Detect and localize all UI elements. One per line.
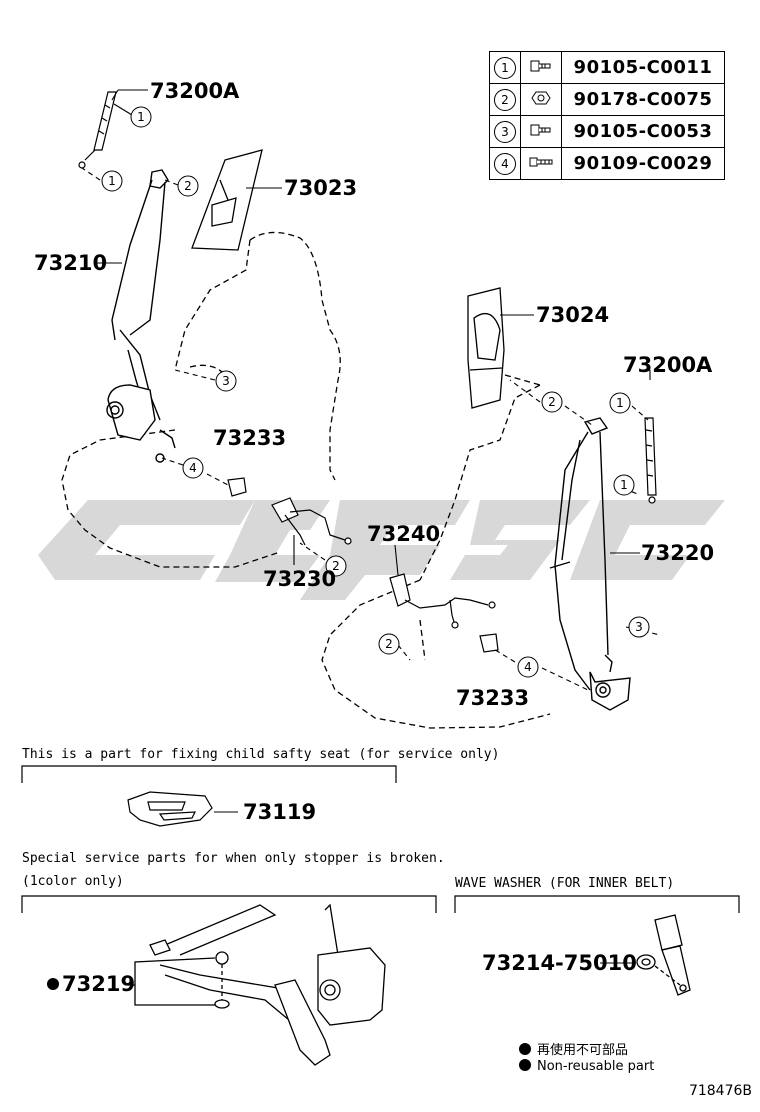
label-73119: 73119	[243, 800, 316, 824]
label-73200a-right: 73200A	[623, 353, 713, 377]
label-73219: 73219	[62, 972, 135, 996]
fastener-row: 1 90105-C0011	[489, 51, 725, 84]
fastener-ref-number: 3	[494, 120, 516, 143]
left-buckle-73230	[271, 497, 352, 546]
callout-2: 2	[184, 179, 192, 193]
fastener-ref-number: 4	[494, 152, 516, 175]
wave-washer-section: WAVE WASHER (FOR INNER BELT)	[454, 876, 740, 996]
bolt-icon	[528, 57, 554, 75]
non-reusable-marker	[47, 978, 59, 990]
callout-1: 1	[137, 110, 145, 124]
stopper-note: Special service parts for when only stop…	[22, 851, 445, 866]
fastener-row: 4 90109-C0029	[489, 147, 725, 180]
long-bolt-icon	[528, 153, 554, 171]
fastener-part-number: 90105-C0053	[561, 115, 725, 148]
fastener-row: 3 90105-C0053	[489, 115, 725, 148]
fastener-table-body: 1 90105-C0011 2 90178-C0075 3 90105-C0053 4 901…	[489, 51, 725, 180]
callout-numbers: 1 1 2 3 4 2 2 1 1 3 4 2	[108, 110, 643, 674]
fastener-ref-number: 1	[494, 56, 516, 79]
left-seat-outline	[61, 231, 341, 568]
legend-dot-icon	[519, 1043, 531, 1055]
right-seat-outline	[321, 374, 551, 729]
fastener-part-number: 90178-C0075	[561, 83, 725, 116]
fastener-part-number: 90109-C0029	[561, 147, 725, 180]
right-height-adjuster-73200a	[644, 417, 657, 504]
fastener-row: 2 90178-C0075	[489, 83, 725, 116]
label-73024: 73024	[536, 303, 609, 327]
callout-1: 1	[108, 174, 116, 188]
label-73220: 73220	[641, 541, 714, 565]
left-height-adjuster-73200a	[78, 91, 117, 169]
callout-2: 2	[548, 395, 556, 409]
left-cover-73233	[227, 477, 247, 497]
fastener-ref-cell: 4	[489, 147, 521, 180]
callout-2: 2	[332, 559, 340, 573]
label-73230: 73230	[263, 567, 336, 591]
label-73214-75010: 73214-75010	[482, 951, 637, 975]
callout-circles	[101, 106, 650, 678]
center-cover-73233	[479, 633, 499, 653]
fastener-table: 1 90105-C0011 2 90178-C0075 3 90105-C0053 4 901…	[489, 51, 725, 180]
right-buckle-73240	[389, 573, 496, 629]
label-73233-left: 73233	[213, 426, 286, 450]
pillar-trim-73024	[467, 287, 505, 409]
callout-3: 3	[635, 620, 643, 634]
fastener-ref-cell: 3	[489, 115, 521, 148]
nut-icon	[528, 89, 554, 107]
watermark-logo	[38, 500, 725, 600]
child-seat-section: This is a part for fixing child safty se…	[21, 747, 499, 827]
callout-2: 2	[385, 637, 393, 651]
fastener-icon-cell	[520, 147, 562, 180]
stopper-belt-drawing	[128, 903, 386, 1066]
label-73240: 73240	[367, 522, 440, 546]
anchor-plate-73119	[127, 791, 213, 827]
dashed-connectors	[81, 167, 661, 691]
child-seat-note: This is a part for fixing child safty se…	[22, 747, 499, 762]
callout-1: 1	[616, 396, 624, 410]
label-73210: 73210	[34, 251, 107, 275]
bolt-icon	[528, 121, 554, 139]
label-73233-center: 73233	[456, 686, 529, 710]
fastener-icon-cell	[520, 83, 562, 116]
legend-dot-icon	[519, 1059, 531, 1071]
wave-washer-note: WAVE WASHER (FOR INNER BELT)	[455, 876, 674, 891]
label-73200a-top: 73200A	[150, 79, 240, 103]
left-seat-belt-73210	[106, 169, 176, 463]
part-number-labels: 73200A 73023 73210 73233 73230 73240 730…	[34, 79, 714, 996]
fastener-ref-number: 2	[494, 88, 516, 111]
fastener-ref-cell: 1	[489, 51, 521, 84]
inner-belt-buckle-drawing	[636, 914, 691, 996]
diagram-code: 718476B	[688, 1083, 752, 1099]
fastener-icon-cell	[520, 115, 562, 148]
callout-1: 1	[620, 478, 628, 492]
stopper-note-color: (1color only)	[22, 874, 124, 889]
legend-en: Non-reusable part	[519, 1059, 654, 1074]
callout-3: 3	[222, 374, 230, 388]
stopper-section: Special service parts for when only stop…	[21, 851, 445, 1066]
fastener-part-number: 90105-C0011	[561, 51, 725, 84]
legend-jp: 再使用不可部品	[519, 1039, 628, 1058]
fastener-icon-cell	[520, 51, 562, 84]
callout-4: 4	[524, 660, 532, 674]
leader-lines	[97, 89, 651, 964]
legend-jp-text: 再使用不可部品	[537, 1043, 629, 1058]
fastener-ref-cell: 2	[489, 83, 521, 116]
legend-en-text: Non-reusable part	[537, 1059, 655, 1074]
b-pillar-trim-73023	[191, 149, 263, 251]
callout-4: 4	[189, 461, 197, 475]
label-73023: 73023	[284, 176, 357, 200]
right-seat-belt-73220	[549, 417, 631, 711]
